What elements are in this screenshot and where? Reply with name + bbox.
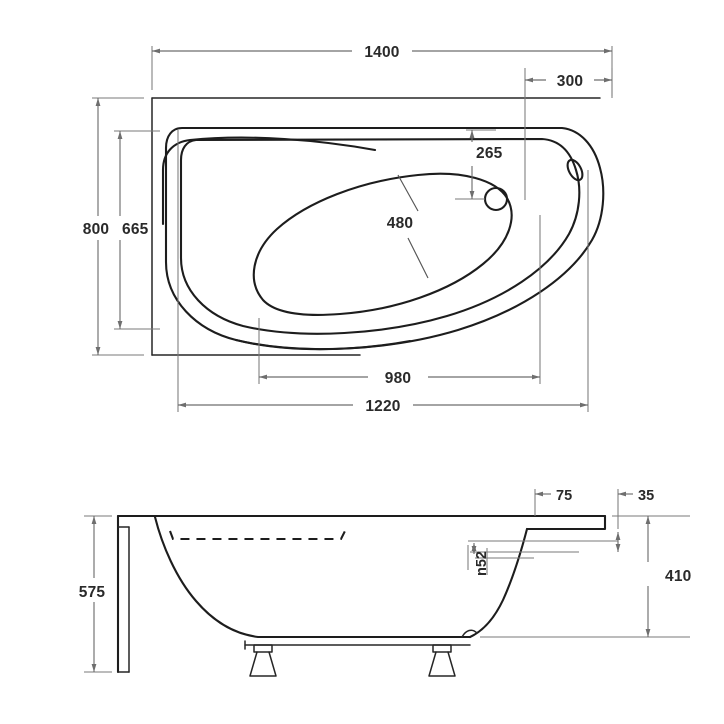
- dimension-label-575: 575: [79, 584, 106, 601]
- dimension-410: 410: [480, 515, 691, 638]
- dimension-75: 75: [534, 488, 572, 516]
- seat-curve: [161, 136, 377, 226]
- dimension-label-1400: 1400: [364, 44, 399, 61]
- dimension-label-980: 980: [385, 370, 411, 387]
- dimension-label-480: 480: [387, 215, 413, 232]
- dimension-800: 800: [83, 97, 144, 356]
- dimension-1220: 1220: [177, 130, 589, 415]
- dimension-575: 575: [79, 515, 112, 673]
- dimension-665: 665: [114, 130, 160, 330]
- bath-shell-left: [153, 515, 472, 639]
- section-dimensions-group: 575 75 35: [79, 488, 691, 673]
- base-notch: [461, 629, 478, 638]
- dimension-label-1220: 1220: [365, 398, 400, 415]
- foot-left: [249, 644, 277, 677]
- dimension-label-665: 665: [122, 221, 149, 238]
- dimension-label-300: 300: [557, 73, 583, 90]
- outer-rim-tail: [234, 338, 412, 351]
- rim-flange-right: [525, 514, 607, 531]
- dimension-label-n52: n52: [474, 551, 490, 576]
- dimension-n52: n52: [474, 551, 490, 576]
- outer-rim: [164, 126, 605, 351]
- dimension-480: 480: [387, 174, 429, 279]
- overflow-detail-lines: [467, 532, 621, 575]
- inner-rim: [179, 137, 581, 335]
- hidden-headrest: [169, 530, 346, 541]
- drain-hole: [483, 186, 509, 212]
- dimension-300: 300: [524, 68, 613, 200]
- dimension-label-800: 800: [83, 221, 109, 238]
- dimension-label-265: 265: [476, 145, 503, 162]
- dimension-35: 35: [617, 488, 654, 529]
- overflow-hole: [566, 158, 584, 182]
- dimension-label-35: 35: [638, 488, 654, 504]
- section-view-group: [116, 514, 607, 677]
- dimension-label-75: 75: [556, 488, 572, 504]
- side-panel: [116, 514, 130, 674]
- basin-oval: [252, 172, 513, 316]
- dimension-980: 980: [258, 215, 541, 387]
- dimension-label-410: 410: [665, 568, 691, 585]
- dimension-265: 265: [455, 129, 503, 200]
- plan-view-group: [151, 97, 605, 356]
- foot-right: [428, 644, 456, 677]
- bath-shell-right: [468, 527, 529, 639]
- dimension-1400: 1400: [151, 44, 613, 96]
- plan-dimensions-group: 1400 300 800: [83, 44, 613, 415]
